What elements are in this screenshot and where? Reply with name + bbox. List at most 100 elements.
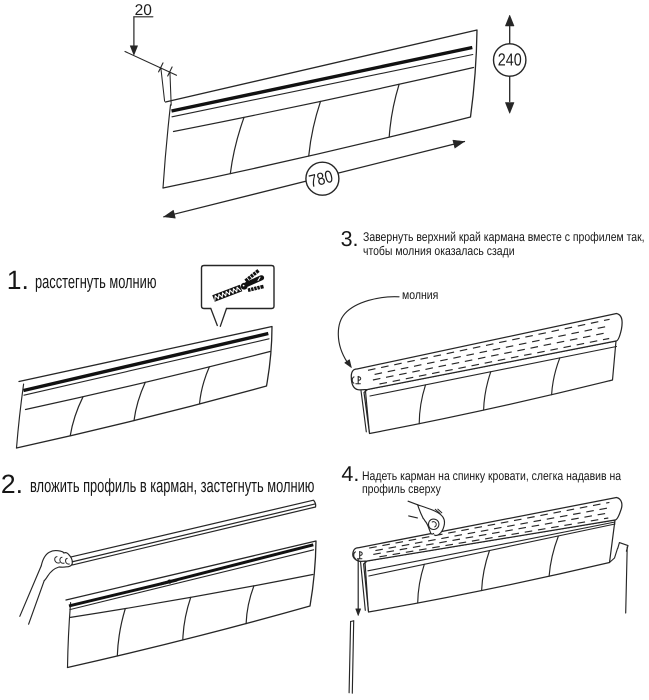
drawing-stroke: [417, 504, 446, 536]
drawing-stroke: [171, 45, 473, 113]
drawing-stroke: [259, 285, 261, 290]
drawing-stroke: [69, 549, 315, 611]
width-arrowhead-right: [452, 139, 466, 149]
step-caption-line: Надеть карман на спинку кровати, слегка …: [362, 468, 622, 483]
drawing-stroke: [364, 561, 369, 611]
drawing-stroke: [437, 508, 443, 514]
zipper-leader-arrow: [337, 296, 400, 363]
panel-section-seam: [551, 357, 561, 396]
dim-20-extension-line: [124, 50, 178, 76]
drawing-stroke: [244, 269, 260, 283]
drawing-stroke: [256, 286, 258, 291]
step-caption-line: Завернуть верхний край кармана вместе с …: [363, 230, 645, 245]
drawing-stroke: [69, 499, 317, 566]
drawing-stroke: [364, 389, 370, 433]
drawing-stroke: [359, 560, 366, 611]
panel-section-seam: [548, 535, 559, 577]
panel-section-seam: [481, 549, 491, 592]
step-caption: Завернуть верхний край кармана вместе с …: [363, 230, 645, 258]
step-number: 4.: [341, 462, 360, 487]
zipper-annotation: молния: [402, 288, 439, 303]
drawing-stroke: [172, 66, 475, 133]
figure-step-4: [348, 496, 629, 694]
panel-section-seam: [229, 116, 245, 175]
pocket-body: [363, 340, 617, 435]
headboard-left-inner: [351, 620, 355, 694]
drawing-stroke: [69, 573, 314, 618]
panel-section-seam: [182, 596, 192, 641]
profile-bump: [359, 551, 363, 556]
hand-icon-pressing: [407, 500, 446, 536]
step-number: 2.: [0, 469, 23, 500]
zipper-slider: [167, 579, 172, 584]
height-arrowhead-down: [504, 102, 515, 115]
height-dimension-bubble: [492, 43, 527, 77]
folded-band: [352, 496, 623, 563]
callout-tail-left: [210, 307, 218, 327]
pocket-panel-overview: [162, 29, 478, 189]
dim-20-ext-b: [169, 70, 172, 106]
drawing-stroke: [54, 556, 60, 564]
drawing-stroke: [66, 602, 72, 669]
hand-icon-holding-profile: [19, 549, 73, 625]
stitch-dashes: [367, 318, 610, 385]
fold-depth-value: 20: [135, 2, 153, 19]
drawing-stroke: [253, 286, 255, 291]
drawing-stroke: [65, 540, 317, 669]
arm-line: [28, 580, 45, 625]
step-number: 1.: [6, 265, 29, 296]
drawing-stroke: [171, 53, 474, 118]
pocket-body: [363, 519, 616, 613]
panel-section-seam: [417, 563, 425, 604]
roll-inner-arc: [351, 376, 355, 384]
fold-crease: [369, 345, 618, 397]
step-caption-line: чтобы молния оказалась сзади: [363, 243, 515, 258]
step-caption: вложить профиль в карман, застегнуть мол…: [30, 476, 314, 498]
step-caption-line: вложить профиль в карман, застегнуть мол…: [29, 475, 314, 497]
drawing-stroke: [214, 286, 241, 301]
headboard-left-outer: [348, 620, 352, 694]
panel-section-seam: [308, 100, 322, 157]
fold-crease: [367, 521, 616, 572]
fold-crease: [368, 523, 616, 577]
headboard-right-edge: [625, 546, 628, 614]
drawing-dot: [242, 284, 245, 287]
drawing-stroke: [251, 273, 255, 277]
drawing-stroke: [249, 275, 253, 279]
headboard-top-right-cap: [617, 542, 629, 552]
drawing-stroke: [23, 338, 270, 396]
folded-pocket-step3: [350, 312, 623, 435]
figure-dimensioned-panel: 20 240 780: [124, 2, 527, 219]
drawing-stroke: [379, 337, 610, 385]
headboard: [348, 542, 629, 694]
wrist-crease: [417, 504, 424, 519]
zipper-leader-arrowhead: [344, 359, 352, 369]
height-value: 240: [498, 50, 522, 70]
panel-section-seam: [69, 396, 84, 437]
drawing-stroke: [434, 508, 441, 515]
drawing-stroke: [65, 557, 70, 565]
panel-section-seam: [418, 384, 427, 425]
pocket-panel-step2: [65, 540, 317, 669]
figure-step-2: [19, 499, 317, 669]
drawing-stroke: [422, 517, 435, 535]
drawing-stroke: [40, 549, 73, 582]
headboard-left-top: [350, 620, 355, 623]
arm-line: [407, 500, 419, 506]
push-down-arrowhead: [355, 608, 362, 617]
step-caption: расстегнуть молнию: [35, 272, 156, 294]
folded-pocket-step4: [352, 496, 623, 613]
drawing-stroke: [367, 318, 610, 371]
arm-line: [408, 515, 418, 519]
dim-20-ext-a: [160, 66, 166, 102]
panel-section-seam: [116, 608, 126, 657]
panel-section-seam: [483, 371, 492, 411]
drawing-stroke: [24, 350, 271, 411]
drawing-stroke: [379, 517, 609, 558]
dim-20-arrowhead: [129, 45, 139, 56]
drawing-stroke: [162, 104, 172, 189]
step-caption-line: профиль сверху: [362, 482, 441, 496]
height-dimension: 240: [492, 14, 527, 115]
